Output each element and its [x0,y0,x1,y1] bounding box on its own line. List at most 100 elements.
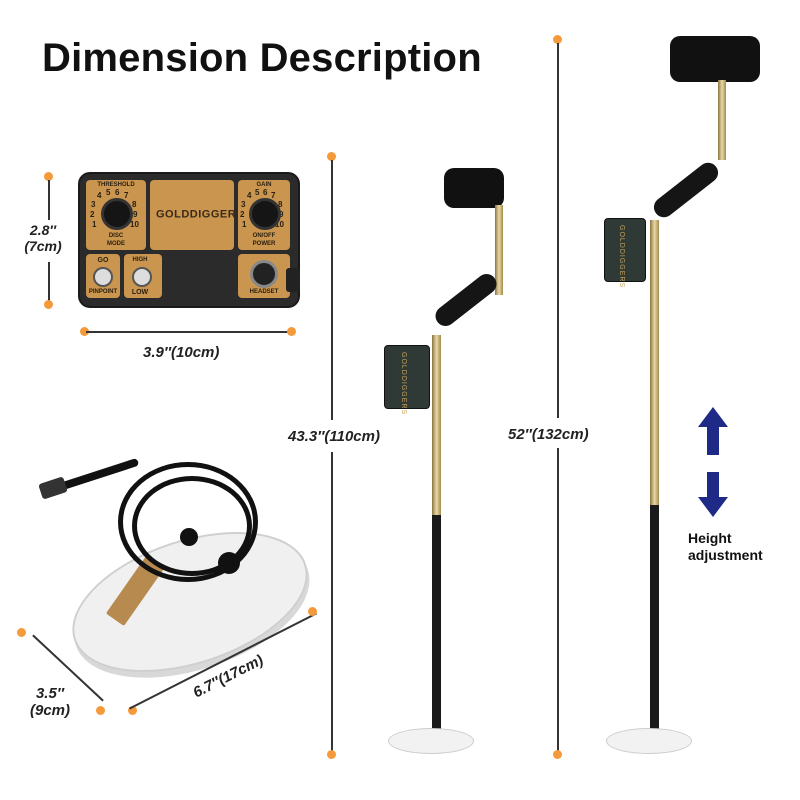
mode-label: MODE [107,241,125,247]
middle-shaft [432,335,441,515]
pinpoint-label: PINPOINT [88,289,118,295]
height-adjustment-label: Height adjustment [688,530,763,564]
scale-num: 1 [242,220,247,229]
scale-num: 8 [132,200,137,209]
dimension-dot [44,172,53,181]
scale-num: 7 [124,191,129,200]
dimension-line [331,160,333,420]
arrow-down-shaft [707,472,719,498]
power-label: POWER [252,241,276,247]
cable-lead [60,457,140,491]
dimension-dot [44,300,53,309]
height-adjustment-line2: adjustment [688,547,763,563]
sensitivity-cell: HIGH LOW [124,254,162,298]
arm-rest [670,36,760,82]
dimension-dot [128,706,137,715]
panel-width-label: 3.9″(10cm) [143,344,220,361]
short-height-label: 43.3″(110cm) [288,428,380,445]
lower-shaft [650,505,659,730]
dimension-line [86,331,292,333]
scale-num: 2 [240,210,245,219]
tall-height-label: 52″(132cm) [508,426,589,443]
coil-width-label: 3.5″ (9cm) [26,685,74,719]
coil-bolt [180,528,198,546]
scale-num: 4 [247,191,252,200]
scale-num: 2 [90,210,95,219]
threshold-label: THRESHOLD [97,182,135,188]
scale-num: 7 [271,191,276,200]
handle-grip [649,158,723,222]
dimension-dot [327,750,336,759]
arrow-up-shaft [707,427,719,455]
scale-num: 10 [275,220,284,229]
scale-num: 1 [92,220,97,229]
control-box-label: GOLDDIGGERS [400,352,407,416]
scale-num: 9 [133,210,138,219]
height-adjustment-line1: Height [688,530,732,546]
threshold-knob[interactable] [101,198,133,230]
threshold-cell: THRESHOLD 1 2 3 4 5 6 7 8 9 10 DISC MODE [86,180,146,250]
scale-num: 5 [106,188,111,197]
scale-num: 3 [91,200,96,209]
brand-text: GOLDDIGGERS [156,208,245,221]
gain-cell: GAIN 1 2 3 4 5 6 7 8 9 10 ON/OFF POWER [238,180,290,250]
brand-cell: GOLDDIGGERS® [150,180,249,250]
headset-label: HEADSET [249,289,279,295]
middle-shaft [650,220,659,510]
go-label: GO [97,257,109,264]
gain-knob[interactable] [249,198,281,230]
dimension-dot [553,750,562,759]
scale-num: 9 [279,210,284,219]
dimension-line [48,262,50,302]
cable-connector [38,476,68,500]
dimension-line [48,180,50,220]
scale-num: 4 [97,191,102,200]
disc-label: DISC [108,233,124,239]
small-coil [606,728,692,754]
upper-shaft [718,80,726,160]
sensitivity-switch[interactable] [132,267,152,287]
coil-width-in: 3.5″ [35,685,65,702]
panel-height-cm: (7cm) [24,238,62,254]
page-title: Dimension Description [42,36,482,80]
dimension-line [557,448,559,753]
control-box [384,345,430,409]
gain-label: GAIN [256,182,272,188]
headset-cell: HEADSET [238,254,290,298]
scale-num: 6 [263,188,268,197]
low-label: LOW [131,289,149,296]
pinpoint-switch[interactable] [93,267,113,287]
coil-width-cm: (9cm) [29,702,70,719]
panel-height-in: 2.8″ [29,222,57,238]
coil-bolt [218,552,240,574]
scale-num: 6 [115,188,120,197]
arm-rest [444,168,504,208]
onoff-label: ON/OFF [252,233,276,239]
coil-cable [118,462,258,582]
arrow-down-icon [698,497,728,517]
dimension-line [331,452,333,752]
dimension-dot [96,706,105,715]
dimension-line [557,43,559,418]
pinpoint-cell: GO PINPOINT [86,254,120,298]
headset-jack[interactable] [250,260,278,288]
arrow-up-icon [698,407,728,427]
scale-num: 5 [255,188,260,197]
dimension-dot [327,152,336,161]
control-panel: THRESHOLD 1 2 3 4 5 6 7 8 9 10 DISC MODE… [78,172,300,308]
coil-cable [132,476,252,576]
dimension-dot [17,628,26,637]
brand-name: GOLDDIGGERS® [156,208,250,221]
dimension-dot [80,327,89,336]
dimension-dot [553,35,562,44]
scale-num: 10 [130,220,139,229]
lower-shaft [432,515,441,730]
dimension-dot [287,327,296,336]
scale-num: 8 [278,200,283,209]
control-box [604,218,646,282]
high-label: HIGH [132,257,148,263]
handle-grip [431,269,501,331]
scale-num: 3 [241,200,246,209]
upper-shaft [495,205,503,295]
dimension-dot [308,607,317,616]
